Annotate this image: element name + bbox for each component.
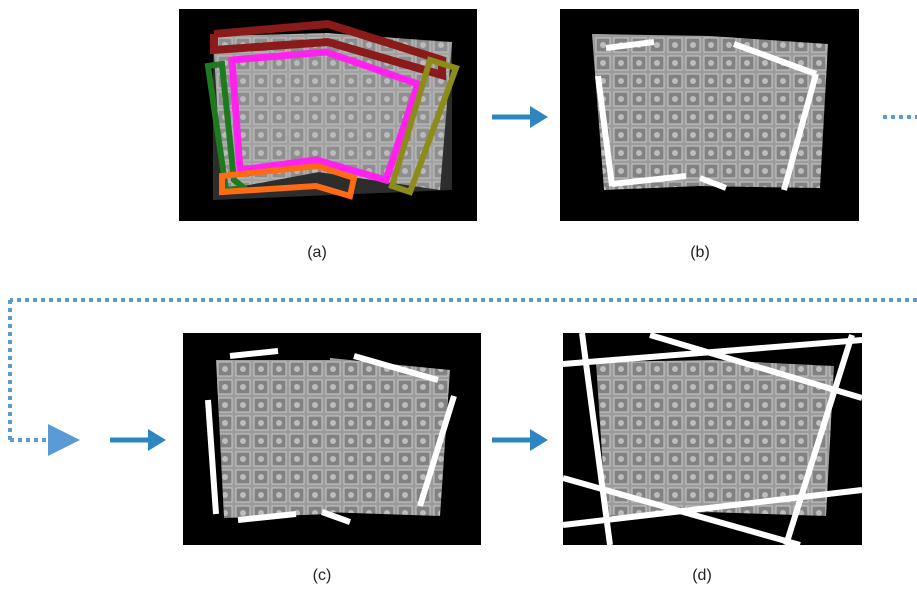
border-line (698, 175, 728, 191)
dotted-connector-icon (8, 115, 917, 456)
panel-c-page-left (216, 360, 334, 518)
border-line (732, 41, 818, 77)
frame-olive (388, 56, 460, 196)
caption-d: (d) (692, 567, 712, 584)
panel-a (179, 9, 477, 221)
frame-green (204, 60, 252, 194)
panel-d (562, 332, 863, 548)
border-line (417, 395, 457, 507)
border-line (320, 509, 352, 525)
arrow-a-to-b (492, 106, 548, 128)
extended-line (579, 332, 613, 546)
border-line (205, 399, 219, 515)
border-line (781, 73, 819, 191)
right-arrow-icon-head (148, 429, 166, 451)
border-line (229, 348, 279, 359)
border-line (237, 511, 297, 523)
caption-b: (b) (690, 244, 710, 261)
border-line (611, 173, 687, 187)
border-line (353, 353, 439, 383)
frame-orange (219, 162, 358, 200)
extended-line (783, 334, 855, 546)
extended-line (562, 487, 863, 528)
panel-b-page-left (592, 34, 710, 190)
panel-d-page-left (596, 360, 714, 516)
panel-c-page-right (322, 358, 450, 516)
panel-b (560, 9, 859, 221)
panel-d-page-right (706, 360, 834, 516)
border-line (595, 75, 615, 187)
frame-dark-red (210, 19, 446, 81)
extended-line (649, 332, 863, 401)
frame-magenta (228, 48, 423, 185)
right-arrow-icon-head (530, 106, 548, 128)
caption-a: (a) (307, 244, 327, 261)
panel-a-page-left (213, 33, 330, 190)
arrow-c-to-d (492, 429, 548, 451)
panel-c (183, 333, 481, 545)
caption-c: (c) (312, 567, 332, 584)
border-line (605, 39, 655, 51)
right-arrow-icon-head (530, 429, 548, 451)
arrow-into-c (110, 429, 166, 451)
